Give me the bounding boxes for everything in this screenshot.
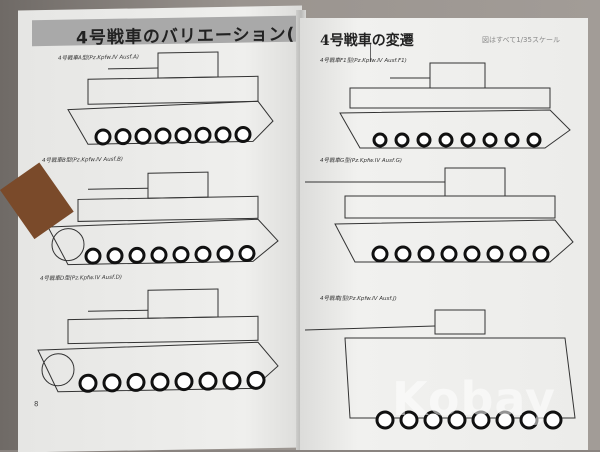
caption-ausf-b: 4号戦車B型(Pz.Kpfw.IV Ausf.B) — [42, 156, 124, 165]
tank-drawing-ausf-a — [67, 51, 274, 146]
right-page-title: 4号戦車の変遷 — [320, 33, 414, 49]
caption-ausf-f1: 4号戦車F1型(Pz.Kpfw.IV Ausf.F1) — [320, 58, 407, 64]
divider — [370, 44, 371, 62]
scale-note: 図はすべて1/35スケール — [482, 36, 560, 44]
watermark: Kobay — [392, 372, 556, 426]
right-page: 4号戦車の変遷 図はすべて1/35スケール 4号戦車F1型(Pz.Kpfw.IV… — [300, 18, 588, 450]
tank-drawing-ausf-j — [305, 309, 576, 430]
title-bar: 4号戦車のバリエーション(1) — [32, 15, 317, 48]
caption-ausf-g: 4号戦車G型(Pz.Kpfw.IV Ausf.G) — [320, 158, 403, 164]
tank-drawing-ausf-f1 — [339, 62, 571, 149]
tank-drawing-ausf-g — [305, 167, 574, 263]
page-number: 8 — [34, 400, 39, 409]
left-page: 4号戦車のバリエーション(1) 4号戦車A型(Pz.Kpfw.IV Ausf.A… — [18, 5, 317, 452]
caption-ausf-j: 4号戦車J型(Pz.Kpfw.IV Ausf.J) — [320, 296, 397, 302]
tank-drawing-ausf-d — [37, 288, 279, 393]
left-page-title: 4号戦車のバリエーション(1) — [76, 24, 317, 49]
tank-drawing-ausf-b — [47, 171, 279, 266]
